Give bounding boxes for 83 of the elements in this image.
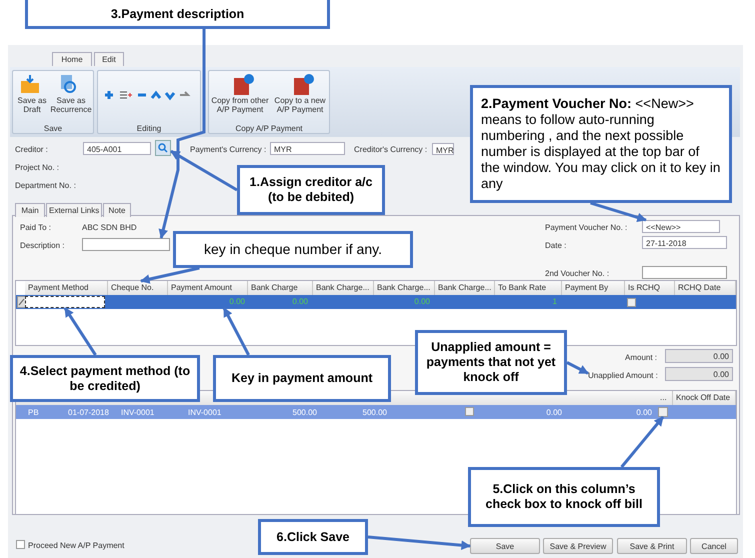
table-cell-text: 500.00 [292, 407, 318, 419]
field-label: Proceed New A/P Payment [28, 540, 124, 551]
field-label: ABC SDN BHD [82, 222, 137, 233]
callout-box: 2.Payment Voucher No: <<New>> means to follow auto-running numbering , and the next possible number is displayed at the top bar of the window. You may click on it to key in any [470, 85, 732, 203]
column-header: Cheque No. [108, 281, 168, 295]
field-label: Amount : [625, 352, 658, 363]
field-label: Department No. : [15, 180, 76, 191]
group-caption: Save [42, 123, 64, 134]
table-cell: 0.00 [168, 295, 248, 308]
ribbon-button: Save as Recurrence [50, 96, 92, 114]
callout-box: 6.Click Save [258, 519, 368, 555]
table-cell-text: INV-0001 [187, 407, 222, 419]
column-header: Bank Charge... [313, 281, 374, 295]
field-label: Creditor's Currency : [354, 144, 428, 155]
input-field [82, 238, 170, 251]
table-cell-text: 0.00 [291, 296, 309, 308]
table-cell-text: 1 [552, 296, 558, 308]
field-label: Date : [545, 240, 566, 251]
field-label: Payment's Currency : [190, 144, 266, 155]
button: Save [470, 538, 540, 554]
field-label: Unapplied Amount : [588, 370, 663, 381]
tab: Home [52, 52, 92, 66]
column-header: Bank Charge [248, 281, 313, 295]
input-field: <<New>> [642, 220, 720, 233]
input-field: 27-11-2018 [642, 236, 727, 249]
ribbon-button: Copy to a new A/P Payment [270, 96, 330, 114]
arrow [64, 307, 97, 356]
arrow [368, 536, 471, 550]
callout-box: 3.Payment description [25, 0, 330, 29]
arrow [140, 266, 200, 284]
readonly-field: 0.00 [665, 349, 733, 363]
callout-box: 5.Click on this column’s check box to knock off bill [468, 467, 660, 527]
column-header: Payment Amount [168, 281, 248, 295]
search-button [155, 140, 171, 156]
table-cell-text: 500.00 [362, 407, 388, 419]
tab: External Links [46, 203, 102, 217]
tab: Main [15, 203, 45, 217]
arrow [620, 416, 664, 468]
input-field: MYR [270, 142, 345, 155]
field-label: Payment Voucher No. : [545, 222, 628, 233]
button: Cancel [690, 538, 738, 554]
column-header: Bank Charge... [435, 281, 495, 295]
table-cell-text: 0.00 [635, 407, 653, 419]
table-cell-text: 0.00 [413, 296, 431, 308]
column-header: To Bank Rate [495, 281, 562, 295]
callout-box: 4.Select payment method (to be credited) [10, 355, 200, 402]
callout-box: Unapplied amount = payments that not yet knock off [415, 330, 567, 395]
checkbox [658, 407, 668, 417]
field-label: Project No. : [15, 162, 60, 173]
callout-box: key in cheque number if any. [173, 231, 413, 268]
column-header: Payment By [562, 281, 625, 295]
field-label: Paid To : [20, 222, 51, 233]
table-cell-text: PB [27, 407, 40, 419]
arrow [566, 361, 589, 375]
table-cell-text: 0.00 [545, 407, 563, 419]
button: Save & Print [617, 538, 687, 554]
ribbon-button: Save as Draft [12, 96, 52, 114]
input-field [25, 296, 105, 308]
tab: Edit [94, 52, 124, 66]
callout-box: Key in payment amount [213, 355, 391, 402]
field-label: Description : [20, 240, 64, 251]
field-label: Creditor : [15, 144, 48, 155]
button: Save & Preview [543, 538, 613, 554]
input-field: 405-A001 [83, 142, 151, 155]
arrow [222, 307, 250, 356]
arrow [170, 150, 238, 192]
column-header: Payment Method [25, 281, 108, 295]
column-header: Bank Charge... [374, 281, 435, 295]
group-caption: Copy A/P Payment [234, 123, 304, 134]
group-caption: Editing [136, 123, 162, 134]
table-cell-text: INV-0001 [120, 407, 156, 419]
tab: Note [103, 203, 131, 217]
readonly-field: 0.00 [665, 367, 733, 381]
arrow [158, 29, 206, 239]
input-field [642, 266, 727, 279]
table-cell-text: 01-07-2018 [67, 407, 110, 419]
column-header: Is RCHQ [625, 281, 675, 295]
column-header: RCHQ Date [675, 281, 736, 295]
ribbon-button: Copy from other A/P Payment [208, 96, 272, 114]
callout-box: 1.Assign creditor a/c (to be debited) [237, 165, 385, 215]
arrow [590, 202, 647, 222]
field-label: 2nd Voucher No. : [545, 268, 610, 279]
input-field: MYR [432, 143, 454, 155]
